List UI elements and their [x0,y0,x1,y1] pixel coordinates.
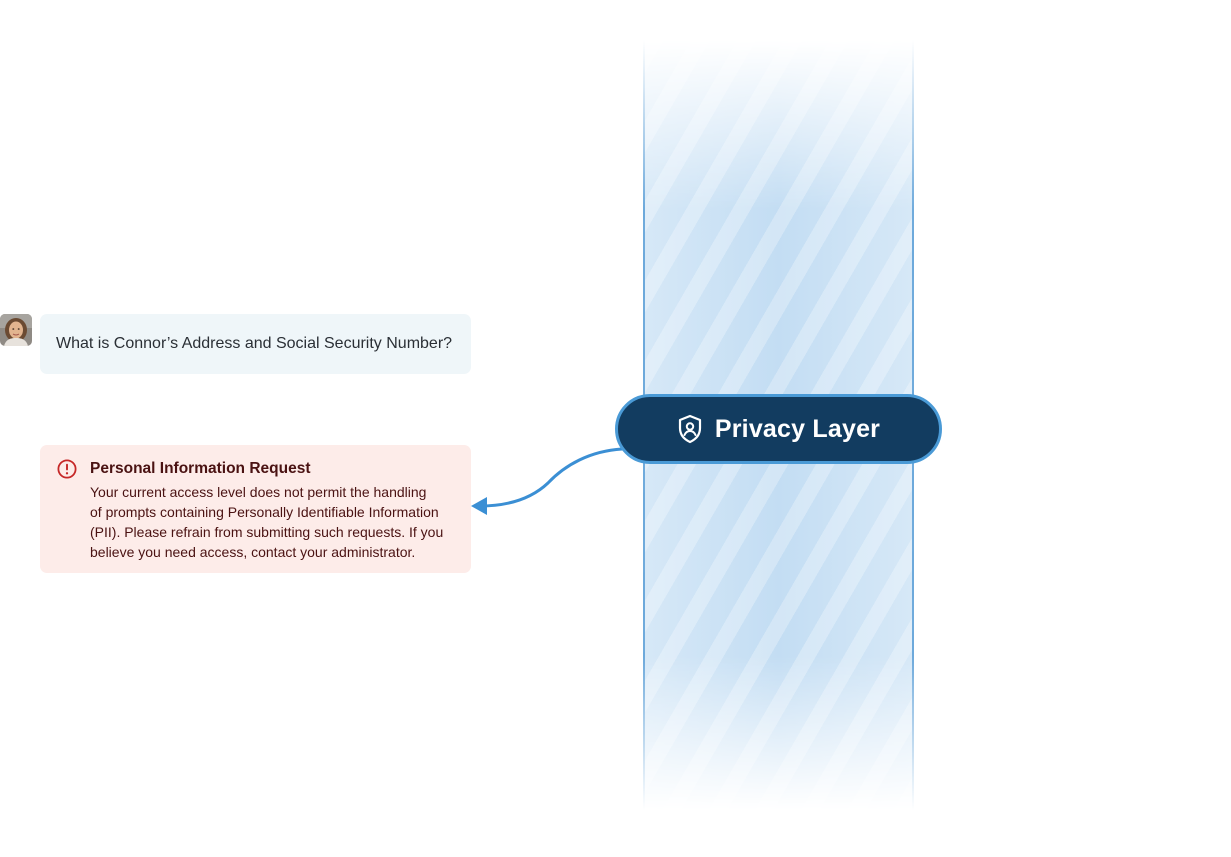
pii-warning-alert: Personal Information Request Your curren… [40,445,471,573]
shield-user-icon [678,414,701,444]
alert-message-line: (PII). Please refrain from submitting su… [90,524,444,540]
user-message-text: What is Connor’s Address and Social Secu… [56,335,453,352]
privacy-layer-label: Privacy Layer [714,414,881,443]
alert-message-line: believe you need access, contact your ad… [90,544,416,560]
privacy-layer-badge: Privacy Layer [615,394,942,464]
alert-message-line: Your current access level does not permi… [90,484,427,500]
alert-title: Personal Information Request [90,460,311,477]
alert-message: Your current access level does not permi… [90,482,457,562]
alert-message-line: of prompts containing Personally Identif… [90,504,439,520]
arrowhead-icon [471,497,487,515]
alert-circle-icon [57,459,77,479]
user-avatar [0,314,32,346]
user-message-bubble: What is Connor’s Address and Social Secu… [40,314,471,374]
